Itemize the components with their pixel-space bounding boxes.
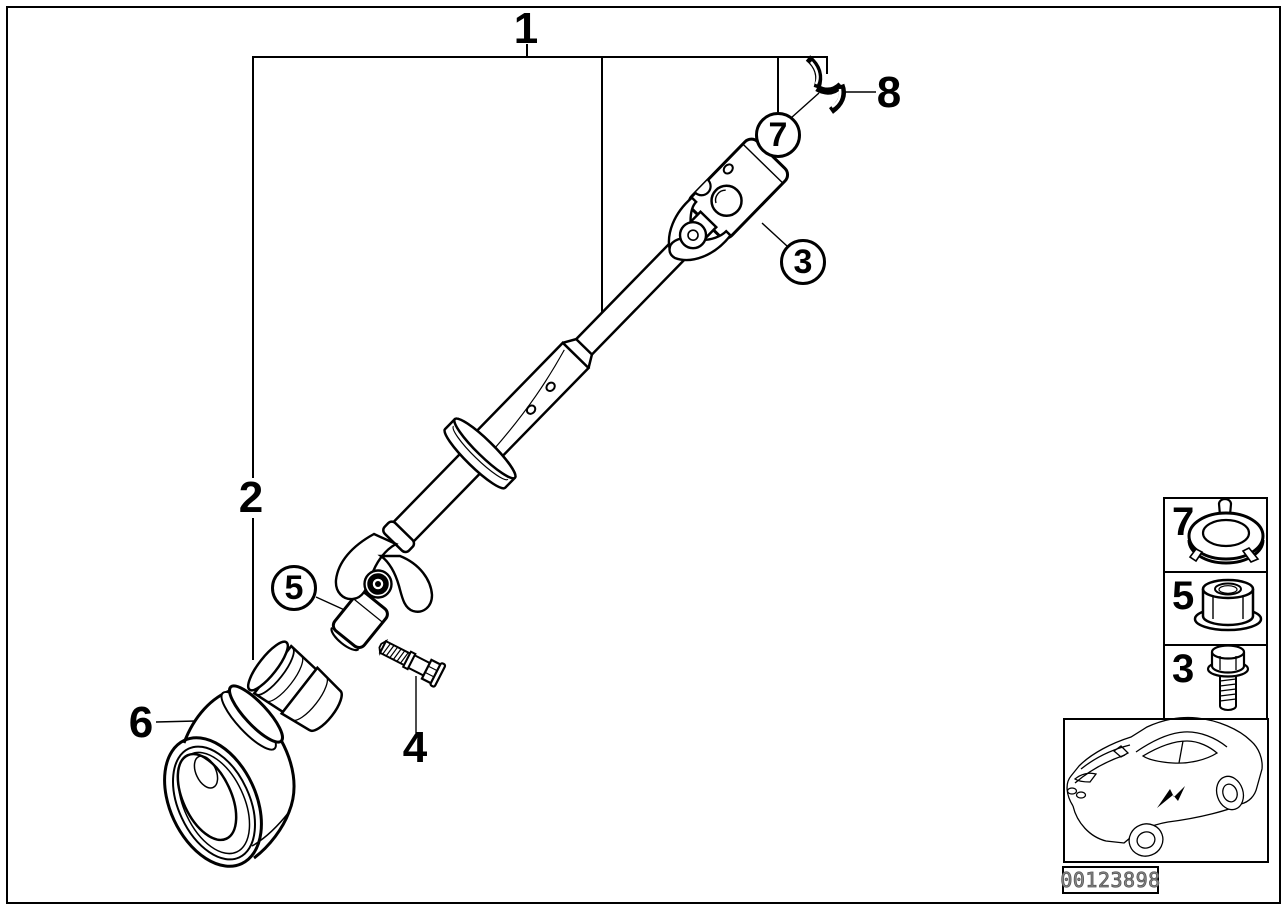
callout-label-4: 4 xyxy=(402,723,428,772)
retaining-clip xyxy=(805,55,847,114)
callout-circle-7-number: 7 xyxy=(768,115,788,154)
bearing-seal-ring xyxy=(246,640,343,733)
car-locator-box xyxy=(1063,718,1269,863)
image-id-box: 00123898 xyxy=(1060,866,1161,894)
page-border xyxy=(6,6,1281,904)
callout-label-8: 8 xyxy=(876,68,902,117)
hex-bolt-icon xyxy=(1206,644,1250,711)
callout-label-1: 1 xyxy=(513,4,539,53)
car-location-icon xyxy=(1066,716,1263,857)
callout-circle-3: 3 xyxy=(780,239,826,285)
upper-joint-fork xyxy=(667,196,733,262)
pinch-bolt xyxy=(378,638,447,688)
legend-number-3: 3 xyxy=(1172,647,1195,691)
legend-number-7: 7 xyxy=(1172,500,1195,544)
callout-circle-3-number: 3 xyxy=(793,242,813,281)
legend-cell-lock-ring: 7 xyxy=(1163,497,1268,573)
callout-circle-5-number: 5 xyxy=(284,568,304,607)
shaft-collar xyxy=(443,417,517,490)
callout-label-2: 2 xyxy=(238,473,264,522)
image-id-text: 00123898 xyxy=(1060,868,1161,893)
legend-number-5: 5 xyxy=(1172,574,1195,618)
lower-universal-joint xyxy=(330,532,434,652)
legend-cell-flange-nut: 5 xyxy=(1163,571,1268,646)
flange-nut-icon xyxy=(1193,578,1263,632)
dimension-bracket xyxy=(252,44,828,660)
steering-shaft xyxy=(382,137,790,554)
legend-cell-hex-bolt: 3 xyxy=(1163,644,1268,720)
callout-circle-5: 5 xyxy=(271,565,317,611)
callout-circle-7: 7 xyxy=(755,112,801,158)
steering-boot xyxy=(163,684,296,868)
callout-label-6: 6 xyxy=(128,698,154,747)
upper-universal-joint xyxy=(687,137,790,240)
location-arrow-icon xyxy=(1157,786,1185,808)
lock-ring-icon xyxy=(1187,497,1265,565)
